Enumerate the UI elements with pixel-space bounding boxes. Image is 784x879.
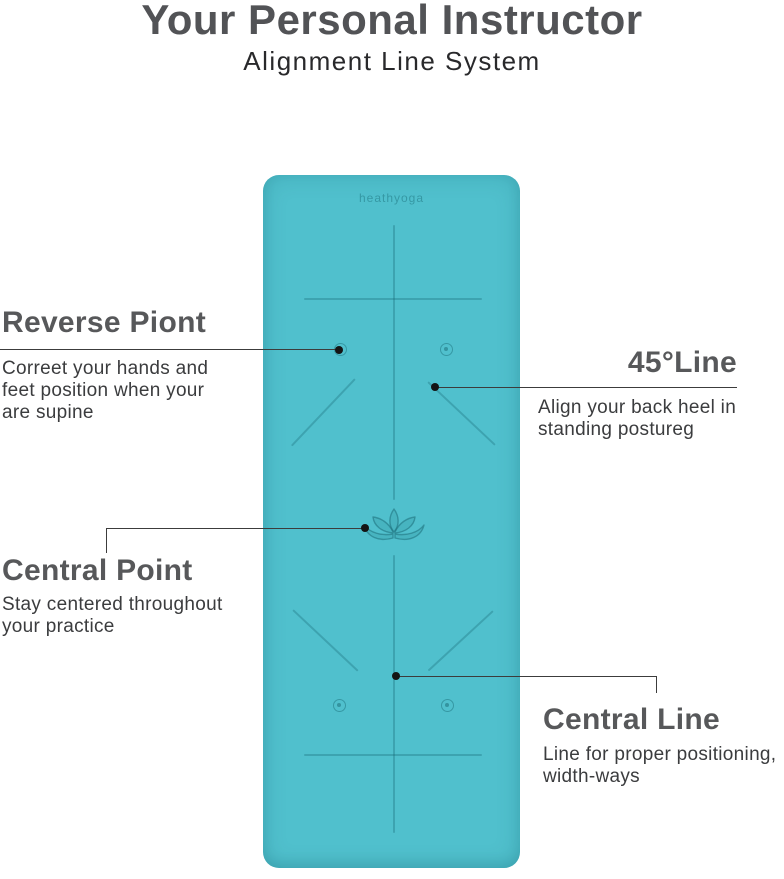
diagonal-line-lower-right — [427, 610, 494, 672]
point-dot-icon — [431, 383, 439, 391]
leader-line-elbow — [106, 528, 107, 553]
diagonal-line-lower-left — [292, 609, 359, 672]
callout-description: Stay centered throughout your practice — [2, 594, 223, 638]
callout-heading: Central Point — [2, 554, 193, 587]
leader-line — [435, 387, 737, 388]
diagonal-line-upper-left — [290, 378, 356, 447]
center-line-upper — [393, 225, 395, 500]
page-title: Your Personal Instructor — [141, 0, 643, 43]
target-circle-icon — [440, 343, 453, 356]
center-line-lower — [393, 555, 395, 833]
leader-line — [0, 349, 339, 350]
page-subtitle: Alignment Line System — [243, 46, 541, 76]
lotus-icon — [363, 508, 425, 541]
target-circle-icon — [441, 699, 454, 712]
leader-line — [396, 676, 657, 677]
leader-line — [106, 528, 366, 529]
cross-line-top — [304, 298, 482, 300]
target-circle-icon — [333, 699, 346, 712]
callout-heading: 45°Line — [627, 346, 737, 379]
yoga-mat: heathyoga — [263, 175, 520, 868]
leader-line-elbow — [656, 676, 657, 693]
callout-heading: Reverse Piont — [2, 306, 206, 339]
mat-brand-text: heathyoga — [358, 191, 425, 205]
callout-heading: Central Line — [543, 703, 720, 736]
diagonal-line-upper-right — [427, 381, 496, 446]
cross-line-bottom — [304, 754, 482, 756]
point-dot-icon — [361, 524, 369, 532]
callout-description: Line for proper positioning, width-ways — [543, 744, 777, 788]
point-dot-icon — [335, 346, 343, 354]
callout-description: Correet your hands and feet position whe… — [2, 358, 209, 424]
point-dot-icon — [392, 672, 400, 680]
callout-description: Align your back heel in standing posture… — [538, 397, 737, 441]
